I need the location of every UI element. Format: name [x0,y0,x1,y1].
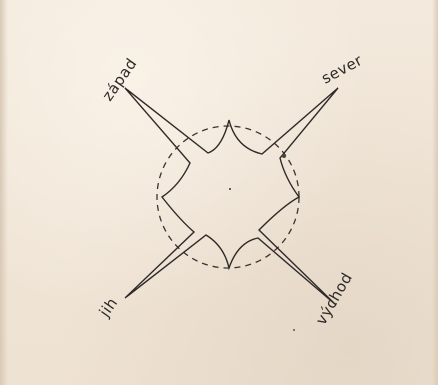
label-zapad: západ [99,55,141,104]
label-jih: jih [95,294,121,321]
ink-speck [293,329,295,331]
ink-spot [282,154,286,158]
label-vychod: východ [312,269,356,328]
center-dot [229,188,231,190]
label-sever: sever [318,51,365,88]
